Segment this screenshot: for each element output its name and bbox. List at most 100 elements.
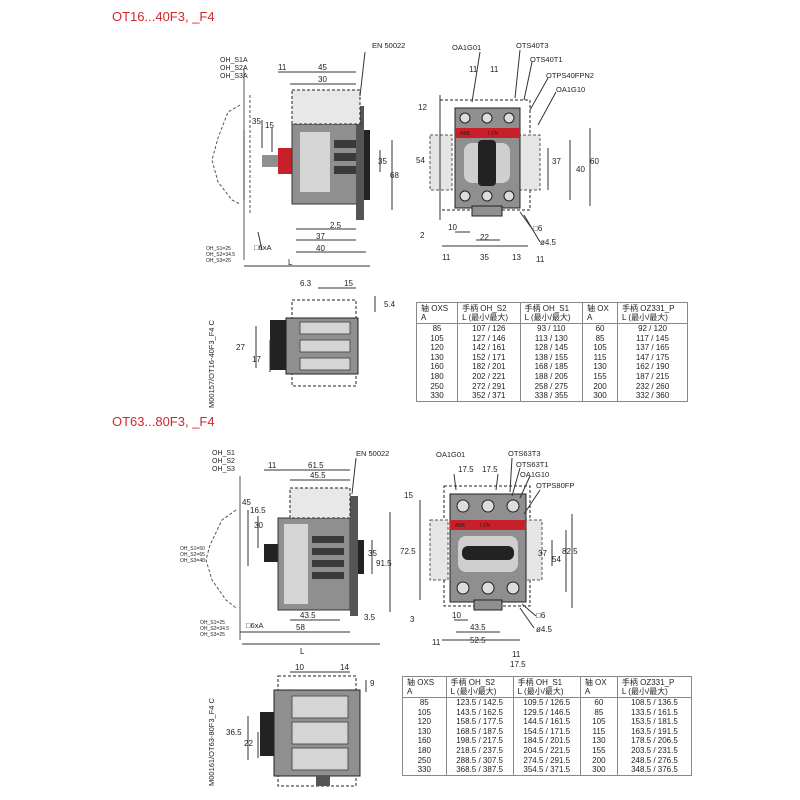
table-cell: 85 [432,324,442,333]
s2b-d725: 72.5 [400,547,416,556]
table-cell: 113 / 130 [519,333,583,344]
table-cell: 85 [582,333,618,344]
s1a-d68: 68 [390,171,399,180]
s1a-ohs2: OH_S2A [220,65,248,72]
s1b-d54: 54 [416,156,425,165]
s2b-d3: 3 [410,615,415,624]
s2-front-view: ABB I ON OA1G01 OTS63T3 OTS63T1 OA1G10 O… [400,449,578,669]
table-cell: 200 [582,381,618,392]
s2a-dL: L [300,647,305,656]
table-cell: 144.5 / 161.5 [512,717,581,727]
table-cell: 338 / 355 [519,391,583,402]
s1a-en: EN 50022 [372,41,405,50]
table-cell: 354.5 / 371.5 [512,765,581,776]
s2b-d175c: 17.5 [510,660,526,669]
table-cell: 108.5 / 136.5 [616,697,692,708]
s2a-d915: 91.5 [376,559,392,568]
s1a-d45: 45 [318,63,327,72]
table-cell: 105 [579,717,618,727]
s2b-d10: 10 [452,611,461,620]
s2a-d11: 11 [268,461,277,470]
s1b-d37: 37 [552,157,561,166]
s1b-d11b: 11 [490,65,499,74]
table-cell: 105 [417,707,431,717]
s2c-d22: 22 [244,739,253,748]
s1b-d45: ø4.5 [540,238,557,247]
table-cell: 105 [430,333,444,343]
table-cell: 130 [417,726,431,736]
svg-text:ABB: ABB [460,131,471,137]
s2a-en: EN 50022 [356,449,389,458]
table-cell: 332 / 360 [617,391,688,402]
s2b-d45: ø4.5 [536,625,553,634]
table-cell: 107 / 126 [457,323,521,334]
table-cell: 348.5 / 376.5 [616,765,692,776]
table-cell: 182 / 201 [457,362,521,372]
s2a-d455: 45.5 [310,471,326,480]
table-cell: 129.5 / 146.5 [512,707,581,718]
s2a-d6xa: □6xA [246,621,263,630]
s1b-d13: 13 [512,253,521,262]
svg-text:11: 11 [442,253,451,262]
table-cell: 204.5 / 221.5 [512,745,581,756]
table-cell: 272 / 291 [457,381,521,392]
table-cell: 180 [430,371,444,381]
table-cell: 330 [417,765,431,775]
s2c-d14: 14 [340,663,349,672]
table-cell: 153.5 / 181.5 [616,717,692,727]
s2b-acc1: OA1G01 [436,450,465,459]
table-cell: 188 / 205 [519,371,583,382]
s2a-ohs-small3: OH_S3=48 [180,558,205,564]
s1b-acc5: OA1G10 [556,85,585,94]
table-cell: 117 / 145 [617,333,688,344]
s1c-d54: 5.4 [384,300,396,309]
table-cell: 85 [419,698,429,707]
s1b-acc3: OTS40T1 [530,55,563,64]
table-cell: 115 [582,352,618,363]
s2b-d435: 43.5 [470,623,486,632]
table-cell: 300 [582,391,618,402]
s1c-d27: 27 [236,343,245,352]
table-cell: 115 [579,726,618,737]
table-cell: 248.5 / 276.5 [616,755,692,766]
table-cell: 120 [417,717,431,727]
s1a-d37: 37 [316,232,325,241]
table-cell: 274.5 / 291.5 [512,755,581,766]
s1-side-code: M00157/OT16-40F3_F4 C [207,319,216,408]
table-cell: 154.5 / 171.5 [512,726,581,737]
table-cell: 60 [582,323,618,334]
table-cell: 128 / 145 [519,343,583,353]
s2b-acc4: OA1G10 [520,470,549,479]
s1a-d35b: 35 [378,157,387,166]
table-cell: 160 [430,362,444,372]
table-cell: 232 / 260 [617,381,688,392]
s1-top-view: 6.3 15 5.4 27 17 M00157/OT16-40F3_F4 C [207,279,396,408]
s2a-d35: 35 [368,549,377,558]
s1b-d10: 10 [448,223,457,232]
s2b-d6: □6 [536,611,546,620]
table-cell: 133.5 / 161.5 [616,707,692,718]
table-cell: 130 [430,352,444,362]
s2a-d165: 16.5 [250,506,266,515]
s1a-d35: 35 [252,117,261,126]
table-cell: 184.5 / 201.5 [512,736,581,746]
s1c-d63: 6.3 [300,279,312,288]
table-cell: 288.5 / 307.5 [445,755,514,766]
s2-side-code: M00161/OT63-80F3_F4 C [207,697,216,786]
